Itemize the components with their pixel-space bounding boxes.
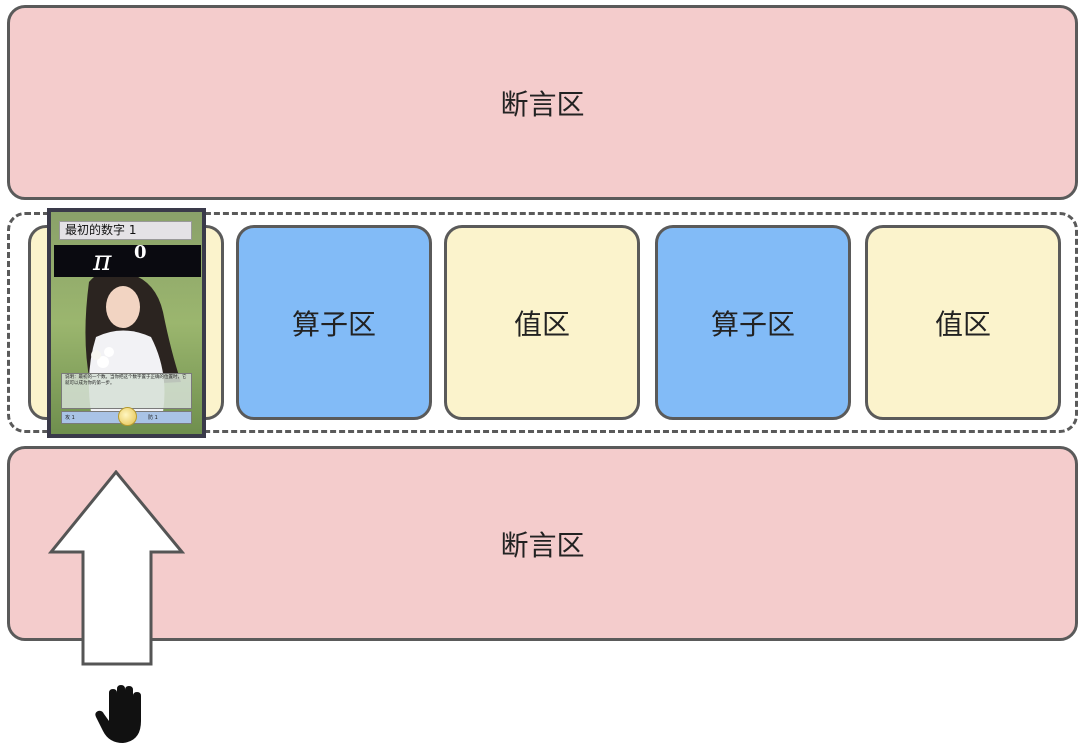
slot-operator-1-label: 算子区 xyxy=(291,307,376,341)
expression-row-frame xyxy=(7,212,1078,433)
card-symbol-band xyxy=(54,245,201,277)
slot-operator-1[interactable]: 算子区 xyxy=(236,225,432,420)
top-assert-zone[interactable]: 断言区 xyxy=(7,5,1078,200)
slot-operator-2-label: 算子区 xyxy=(710,307,795,341)
up-arrow-icon xyxy=(48,470,185,666)
slot-value-3-label: 值区 xyxy=(934,307,991,341)
slot-value-2[interactable]: 值区 xyxy=(444,225,640,420)
top-assert-label: 断言区 xyxy=(500,87,585,121)
card-stat-right: 防 1 xyxy=(148,415,158,421)
bottom-assert-label: 断言区 xyxy=(500,528,585,562)
card-superscript: 0 xyxy=(134,242,147,263)
slot-operator-2[interactable]: 算子区 xyxy=(655,225,851,420)
hand-icon xyxy=(95,685,141,743)
card-title: 最初的数字 1 xyxy=(59,221,192,240)
number-card[interactable]: 最初的数字 1 π 0 说明：最初的一个数。当你把这个数字置于正确的位置时，它就… xyxy=(47,208,206,438)
card-description: 说明：最初的一个数。当你把这个数字置于正确的位置时，它就可以成为你的第一步。 xyxy=(61,373,192,409)
card-gem-icon xyxy=(118,407,137,426)
slot-value-2-label: 值区 xyxy=(513,307,570,341)
bottom-assert-zone[interactable]: 断言区 xyxy=(7,446,1078,641)
card-stat-left: 攻 1 xyxy=(65,415,75,421)
slot-value-3[interactable]: 值区 xyxy=(865,225,1061,420)
card-symbol: π xyxy=(93,244,112,277)
